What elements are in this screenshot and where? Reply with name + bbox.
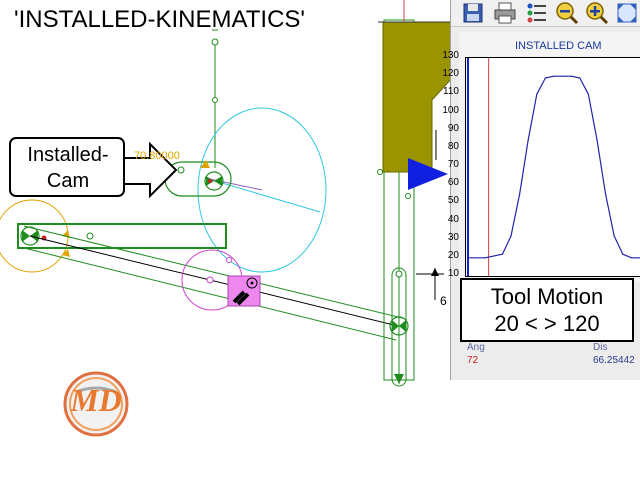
slider-pin-icon — [246, 277, 258, 289]
cam-lift-point — [596, 139, 598, 141]
output-pivot[interactable] — [389, 316, 409, 336]
rocker-bar[interactable] — [17, 223, 227, 249]
cam-lift-point — [527, 139, 529, 141]
slider-pin-right[interactable] — [405, 193, 411, 199]
rod-top-pivot[interactable] — [211, 38, 219, 46]
panel-toolbar — [451, 0, 640, 27]
magnet-icon — [232, 290, 250, 306]
rocker-pin[interactable] — [86, 232, 94, 240]
cam-lift-point — [579, 77, 581, 79]
y-tick-label: 40 — [447, 213, 459, 225]
cam-profile[interactable] — [197, 107, 327, 273]
y-tick-label: 30 — [447, 231, 459, 243]
y-tick-label: 20 — [447, 249, 459, 261]
follower-joint-icon — [206, 176, 222, 186]
y-tick-label: 80 — [447, 140, 459, 152]
md-logo-text: MD — [70, 382, 122, 418]
cam-chart[interactable] — [466, 58, 640, 276]
scene-title: 'INSTALLED-KINEMATICS' — [14, 6, 305, 33]
tool-motion-range: 20 < > 120 — [494, 311, 600, 336]
md-logo — [63, 371, 129, 437]
callout-box — [9, 137, 125, 197]
distance-label: Dis — [593, 342, 608, 353]
zoom-in-icon[interactable] — [585, 1, 609, 25]
slider-top-pin[interactable] — [395, 270, 403, 278]
slider-pin-left[interactable] — [377, 169, 383, 175]
cam-lift-point — [553, 75, 555, 77]
cam-lift-point — [536, 93, 538, 95]
y-tick-label: 10 — [447, 268, 459, 279]
tool-motion-box: Tool Motion 20 < > 120 — [460, 278, 634, 342]
connecting-link-bottom[interactable] — [23, 247, 397, 341]
cam-lift-point — [544, 77, 546, 79]
slider-bottom-arrow-icon — [394, 374, 404, 384]
cam-lift-point — [484, 257, 486, 259]
force-arrow-icon — [408, 158, 448, 190]
y-tick-label: 70 — [447, 159, 459, 170]
y-tick-label: 90 — [447, 122, 459, 134]
cam-lift-point — [613, 235, 615, 237]
angle-label: Ang — [467, 342, 485, 353]
cam-graph-panel: INSTALLED CAM mm 10203040506070809010011… — [442, 0, 640, 380]
slider-block[interactable] — [227, 275, 261, 307]
follower-center-dot — [208, 179, 212, 183]
cam-radius-line — [211, 179, 321, 213]
distance-value: 66.25442 — [593, 355, 635, 366]
angle-value: 72 — [467, 355, 479, 366]
callout-arrow-shape — [123, 141, 178, 199]
dimension-six-label[interactable]: 6 — [440, 294, 447, 308]
cam-plot-area[interactable] — [465, 57, 640, 277]
save-icon[interactable] — [461, 1, 485, 25]
cam-lift-series-line[interactable] — [468, 75, 640, 259]
cam-lift-point — [510, 235, 512, 237]
cam-dim-line — [204, 177, 263, 191]
tool-motion-title: Tool Motion — [490, 284, 604, 309]
callout-line-1: Installed- — [27, 144, 109, 166]
y-tick-label: 110 — [443, 86, 459, 98]
dimension-marker-icon — [200, 160, 210, 168]
cam-lift-point — [622, 253, 624, 255]
list-icon[interactable] — [525, 1, 549, 25]
follower-wheel[interactable] — [204, 171, 224, 191]
cam-lift-point — [587, 93, 589, 95]
y-tick-label: 50 — [447, 195, 459, 207]
y-tick-label: 120 — [442, 68, 459, 80]
cam-lift-point — [605, 193, 607, 195]
cam-lift-point — [519, 193, 521, 195]
rod-mid-pivot[interactable] — [212, 97, 218, 103]
cam-lift-point — [630, 257, 632, 259]
installed-cam-callout: Installed- Cam — [12, 142, 124, 194]
y-tick-label: 100 — [442, 104, 459, 116]
coupler-point[interactable] — [226, 257, 232, 263]
follower-pivot-left[interactable] — [177, 166, 185, 174]
cam-dimension-label[interactable]: 70.80000 — [134, 150, 180, 162]
fit-icon[interactable] — [615, 1, 639, 25]
callout-line-2: Cam — [46, 170, 90, 192]
print-icon[interactable] — [493, 1, 517, 25]
y-tick-label: 60 — [447, 177, 459, 189]
graph-title: INSTALLED CAM — [515, 40, 602, 52]
y-tick-label: 130 — [442, 50, 459, 61]
cam-lift-point — [501, 253, 503, 255]
coupler-pivot[interactable] — [206, 276, 214, 284]
output-joint-icon — [392, 320, 406, 332]
connecting-link-center — [29, 235, 399, 327]
cam-lift-point — [467, 257, 469, 259]
connecting-link-top[interactable] — [23, 225, 403, 319]
cam-lift-point — [562, 75, 564, 77]
cam-lift-point — [570, 75, 572, 77]
zoom-out-icon[interactable] — [555, 1, 579, 25]
